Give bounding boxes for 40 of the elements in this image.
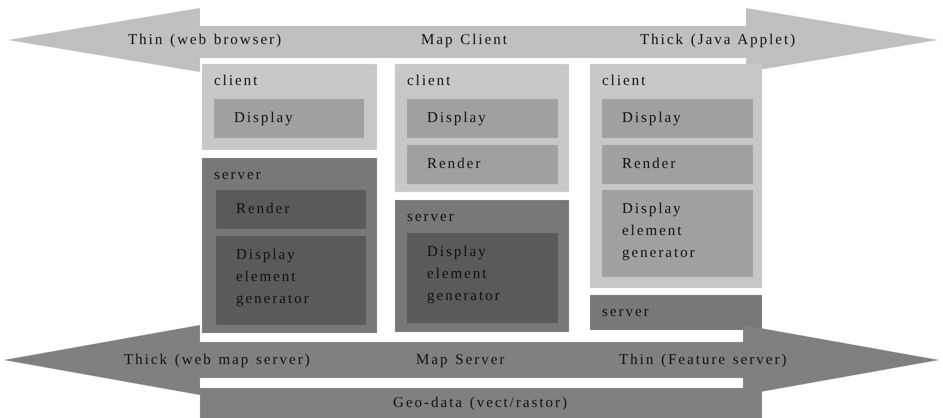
band-label: Thick (Java Applet) (640, 31, 798, 50)
box-label: Display (234, 109, 296, 128)
server-panel (395, 200, 569, 332)
data-store-box (200, 388, 762, 418)
panel-heading: client (214, 72, 260, 91)
box-label: Display (622, 109, 684, 128)
client-panel (590, 64, 762, 288)
panel-heading: client (407, 72, 452, 91)
component-box (602, 190, 753, 277)
component-box (407, 145, 558, 184)
component-box (214, 99, 364, 138)
client-panel (202, 64, 377, 150)
double-arrow-band (8, 8, 938, 72)
panel-heading: server (407, 208, 456, 227)
box-label: Geo-data (vect/rastor) (392, 394, 570, 413)
server-panel (590, 295, 762, 330)
component-box (602, 145, 753, 184)
panel-heading: client (602, 72, 648, 91)
server-panel (202, 158, 377, 333)
box-label: Render (427, 155, 484, 174)
box-label: Display element generator (622, 200, 698, 263)
client-panel (395, 64, 569, 192)
band-label: Thick (web map server) (124, 351, 312, 370)
double-arrow-band (4, 325, 939, 395)
band-label: Map Client (421, 31, 509, 50)
band-label: Thin (web browser) (128, 31, 284, 50)
component-box (407, 233, 558, 323)
component-box (407, 99, 558, 138)
component-box (216, 190, 366, 229)
band-label: Map Server (416, 351, 506, 370)
component-box (216, 236, 366, 325)
component-box (602, 99, 753, 138)
panel-heading: server (214, 166, 263, 185)
box-label: Render (622, 155, 678, 174)
box-label: Display (427, 109, 489, 128)
box-label: Render (236, 200, 292, 219)
box-label: Display element generator (236, 246, 312, 309)
panel-heading: server (602, 303, 651, 322)
band-label: Thin (Feature server) (619, 351, 788, 370)
box-label: Display element generator (427, 243, 503, 306)
